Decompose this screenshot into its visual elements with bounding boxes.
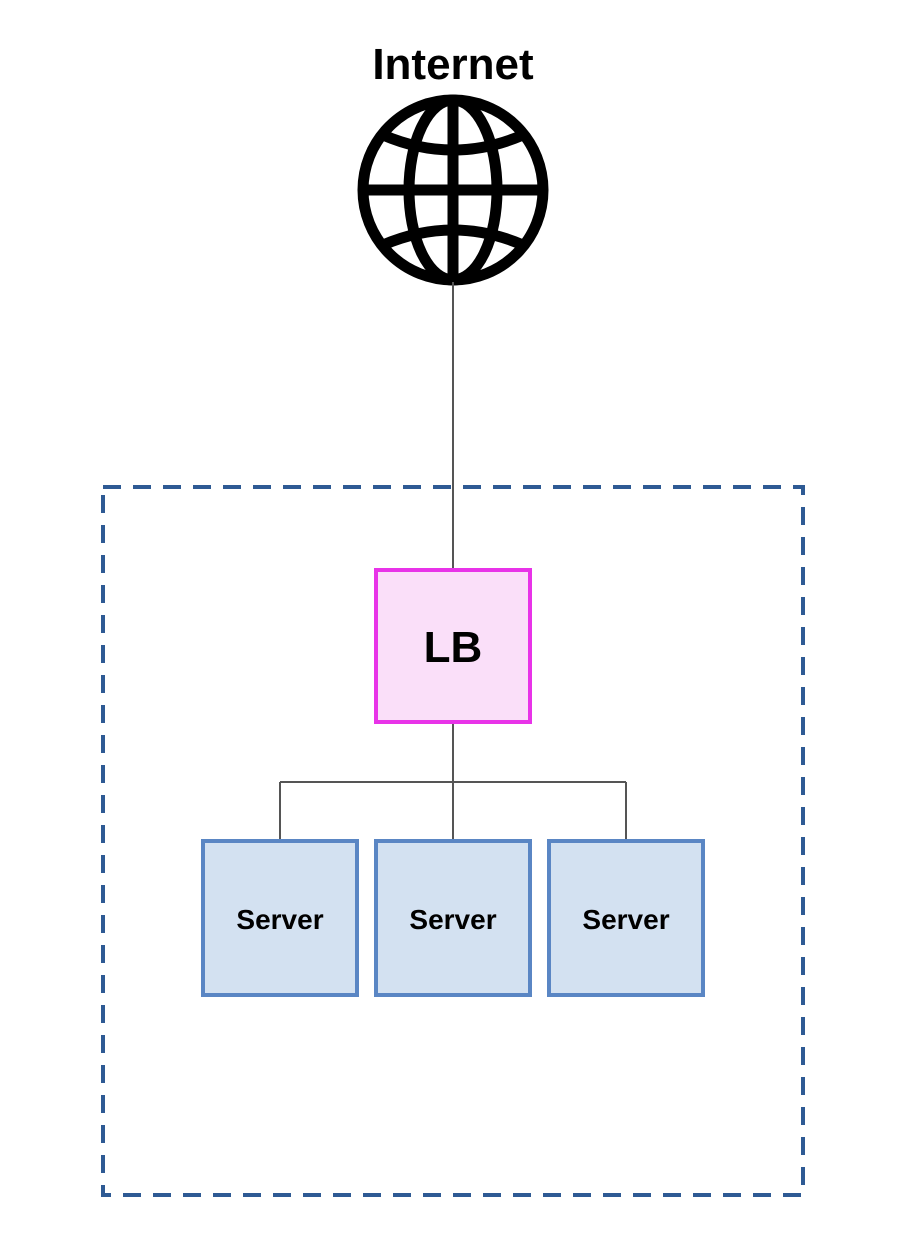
server-box-2 <box>374 839 532 997</box>
internet-label: Internet <box>372 40 534 89</box>
network-boundary <box>101 485 805 1197</box>
load-balancer-label: LB <box>423 623 483 672</box>
server-box-1 <box>201 839 359 997</box>
load-balancer-box <box>374 568 532 724</box>
globe-icon <box>357 94 549 286</box>
server-label-1: Server <box>236 904 324 935</box>
server-label-2: Server <box>409 904 497 935</box>
connectors <box>279 282 627 840</box>
server-box-3 <box>547 839 705 997</box>
server-label-3: Server <box>582 904 670 935</box>
